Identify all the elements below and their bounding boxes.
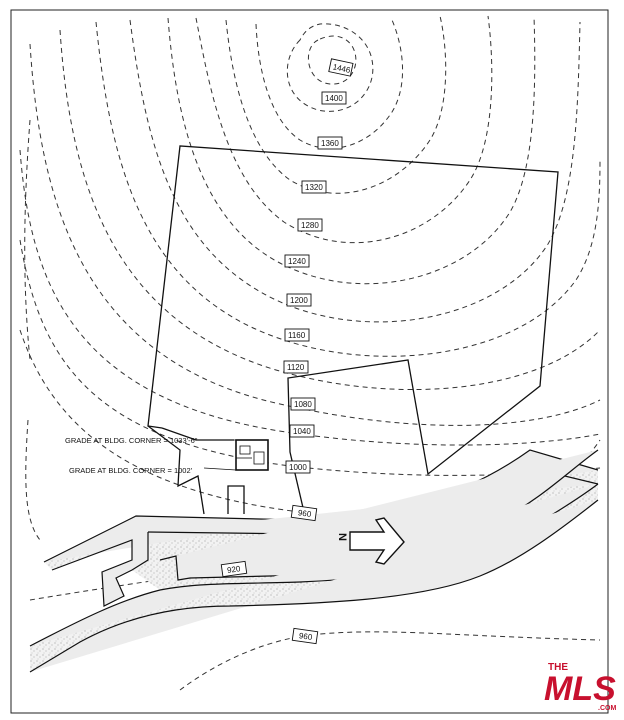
contour-tag: 920 xyxy=(220,560,248,578)
contour-line xyxy=(19,149,601,446)
contour-lines xyxy=(19,15,601,691)
lot-line xyxy=(147,145,559,513)
contour-line xyxy=(129,19,581,323)
contour-tag-label: 1160 xyxy=(288,331,306,340)
contour-tag-label: 1000 xyxy=(289,463,307,472)
contour-tag: 1320 xyxy=(301,180,327,194)
contour-line xyxy=(167,15,536,285)
contour-line xyxy=(25,419,41,541)
property-boundary xyxy=(147,145,559,515)
logo-mls-text: MLS xyxy=(544,670,616,708)
contour-tag-label: 960 xyxy=(297,508,312,519)
contour-line xyxy=(29,43,601,426)
contour-line xyxy=(24,119,31,361)
contour-line xyxy=(255,19,403,149)
contour-tag-label: 1446 xyxy=(332,62,352,75)
road-edge xyxy=(51,532,149,607)
grade-note-lower: GRADE AT BLDG. CORNER = 1002' xyxy=(69,466,237,475)
contour-tag-label: 1360 xyxy=(321,139,339,148)
contour-line xyxy=(308,35,357,85)
contour-tag: 960 xyxy=(290,504,318,522)
contour-tag-label: 960 xyxy=(298,631,313,642)
building-footprint xyxy=(235,439,269,471)
contour-tag: 1360 xyxy=(317,136,343,150)
contour-line xyxy=(179,631,601,691)
contour-tag: 1280 xyxy=(297,218,323,232)
contour-tag: 1040 xyxy=(289,424,315,438)
contour-line xyxy=(59,29,601,391)
contour-tag: 960 xyxy=(291,627,319,645)
contour-tag: 1080 xyxy=(290,397,316,411)
contour-tag: 1000 xyxy=(285,460,311,474)
contour-tag: 1400 xyxy=(321,91,347,105)
logo-com-text: .COM xyxy=(598,705,616,712)
logo-the-text: THE xyxy=(548,662,568,673)
grade-note-lower-text: GRADE AT BLDG. CORNER = 1002' xyxy=(69,466,193,475)
contour-tag-label: 1320 xyxy=(305,183,323,192)
contour-tag-label: 1040 xyxy=(293,427,311,436)
north-arrow-letter: N xyxy=(336,533,348,541)
contour-line xyxy=(286,23,374,112)
contour-tag-label: 1120 xyxy=(287,363,305,372)
contour-tag-label: 920 xyxy=(227,564,242,575)
contour-tag: 1200 xyxy=(286,293,312,307)
contour-tag: 1240 xyxy=(284,254,310,268)
north-arrow: N xyxy=(336,517,405,565)
contour-tag-label: 1240 xyxy=(288,257,306,266)
road-edge xyxy=(29,499,599,673)
contour-tag: 1120 xyxy=(283,360,309,374)
contour-tag-label: 1280 xyxy=(301,221,319,230)
contour-line xyxy=(225,15,447,194)
north-arrow-shape xyxy=(349,517,405,565)
contour-tag-label: 1080 xyxy=(294,400,312,409)
lot-line xyxy=(147,425,205,515)
drawing-frame xyxy=(10,9,609,714)
contour-tag-label: 1200 xyxy=(290,296,308,305)
lot-line xyxy=(227,485,245,514)
contour-line xyxy=(95,21,601,357)
contour-tag-label: 1400 xyxy=(325,94,343,103)
grade-note-upper-text: GRADE AT BLDG. CORNER = 1033'-6" xyxy=(65,436,198,445)
contour-line xyxy=(195,15,493,244)
contour-tag: 1446 xyxy=(328,58,354,77)
contour-line xyxy=(19,239,601,476)
mls-logo: THE MLS .COM xyxy=(544,662,616,712)
contour-line xyxy=(19,329,301,513)
grade-note-upper: GRADE AT BLDG. CORNER = 1033'-6" xyxy=(65,436,238,445)
contour-tag: 1160 xyxy=(284,328,310,342)
road xyxy=(29,449,599,673)
